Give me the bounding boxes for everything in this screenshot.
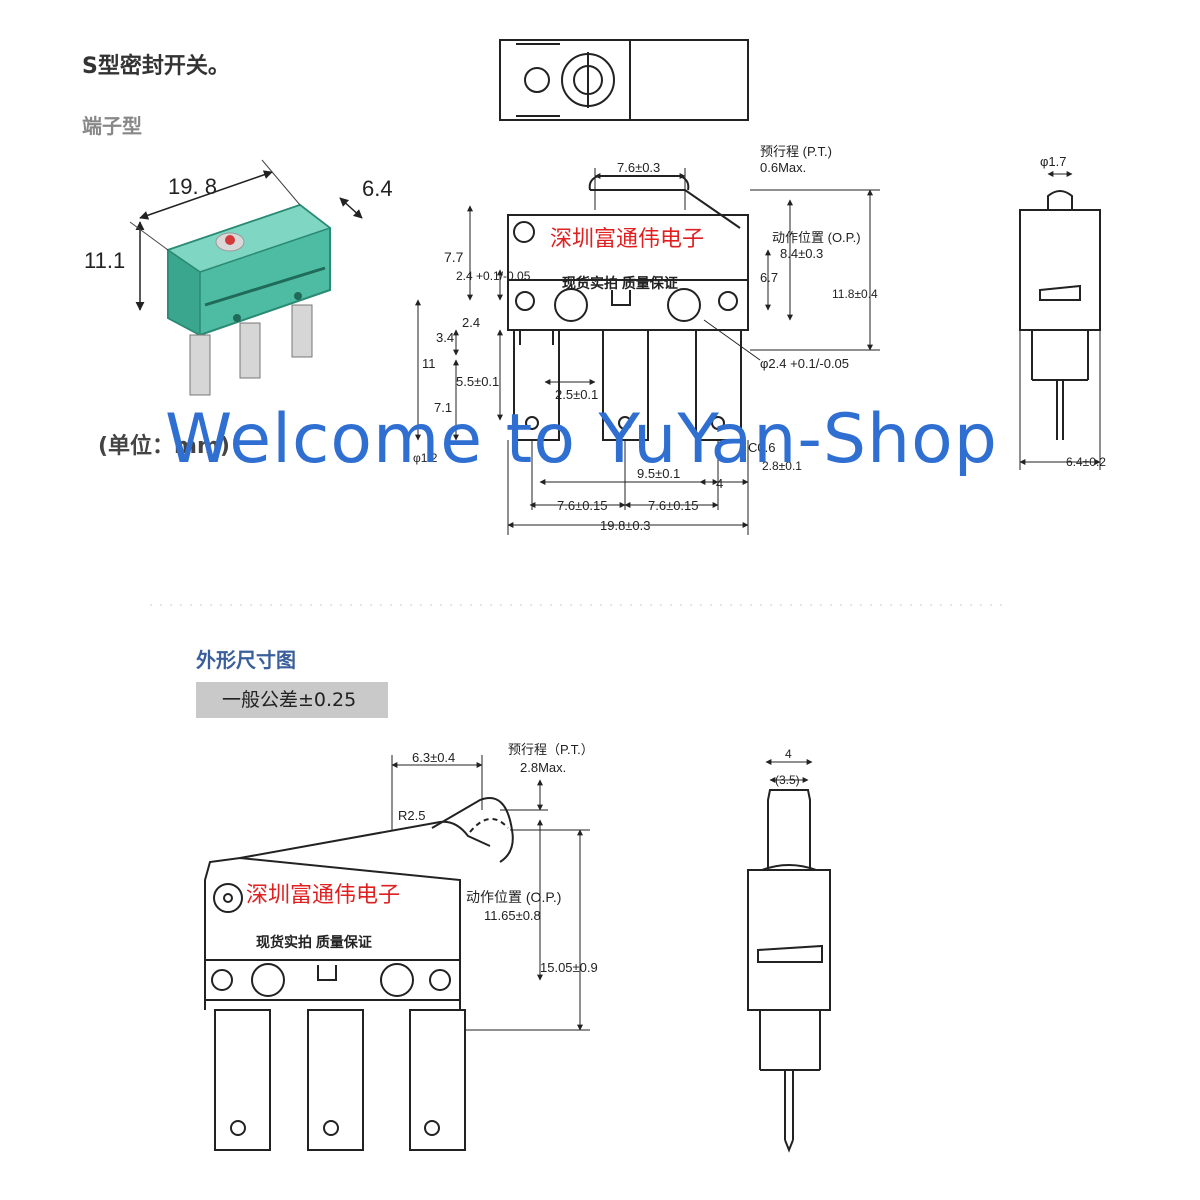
dim-hole: φ2.4 +0.1/-0.05 (760, 356, 849, 371)
op-label: 动作位置 (O.P.) (772, 230, 861, 245)
dim-pin-hole: φ1.2 (413, 451, 438, 465)
photo-dim-height: 11.1 (84, 248, 125, 273)
unit-label: (单位：mm) (98, 434, 230, 459)
dim-15-05: 15.05±0.9 (540, 960, 598, 975)
dim-2-5: 2.5±0.1 (555, 387, 598, 402)
dim-side-4: 4 (785, 747, 792, 761)
dim-side-width: 6.4±0.2 (1066, 455, 1106, 469)
pt-label-bottom: 预行程（P.T.） (508, 742, 594, 757)
stamp-top: 现货实拍 质量保证 (562, 275, 678, 291)
front-view-bottom (204, 797, 514, 1151)
dim-3-4: 3.4 (436, 330, 454, 345)
dim-6-7: 6.7 (760, 270, 778, 285)
dim-9-5: 9.5±0.1 (637, 466, 680, 481)
op-value-bottom: 11.65±0.8 (484, 908, 541, 923)
op-label-bottom: 动作位置 (O.P.) (466, 889, 561, 905)
front-view-top-labels: 7.6±0.3 预行程 (P.T.) 0.6Max. 动作位置 (O.P.) 8… (413, 144, 878, 533)
dim-19-8: 19.8±0.3 (600, 518, 651, 533)
side-view-bottom (747, 759, 831, 1153)
photo-dim-length: 19. 8 (168, 174, 217, 199)
front-view-bottom-dims (391, 755, 590, 1031)
dim-5-5: 5.5±0.1 (456, 374, 499, 389)
dim-4: 4 (716, 476, 723, 491)
dim-7-7: 7.7 (444, 249, 464, 265)
page-title: S型密封开关。 (82, 54, 230, 79)
stamp-bottom: 现货实拍 质量保证 (256, 934, 372, 950)
dim-r2-5: R2.5 (398, 808, 425, 823)
dim-7-6a: 7.6±0.15 (557, 498, 608, 513)
shop-watermark: Welcome to YuYan-Shop (165, 400, 998, 479)
red-watermark-top: 深圳富通伟电子 (550, 227, 704, 252)
dim-11: 11 (422, 356, 436, 371)
dim-2-4b: 2.4 (462, 315, 480, 330)
dim-top-width: 7.6±0.3 (617, 160, 660, 175)
photo-dim-depth: 6.4 (362, 176, 393, 201)
dim-11-8: 11.8±0.4 (832, 287, 878, 301)
switch-photo: 19. 8 6.4 11.1 (84, 159, 393, 396)
dim-7-1: 7.1 (434, 400, 452, 415)
red-watermark-bottom: 深圳富通伟电子 (246, 883, 400, 908)
front-view-top (507, 175, 749, 441)
dim-2-4a: 2.4 +0.1/-0.05 (456, 269, 531, 283)
dim-side-3-5: (3.5) (775, 773, 800, 787)
dim-side-pin: φ1.7 (1040, 154, 1067, 169)
pt-value: 0.6Max. (760, 160, 806, 175)
subtitle-terminal-type: 端子型 (82, 114, 142, 138)
op-value: 8.4±0.3 (780, 246, 823, 261)
dim-2-8: 2.8±0.1 (762, 459, 802, 473)
pt-label: 预行程 (P.T.) (760, 144, 832, 159)
top-view (499, 39, 749, 121)
side-view-top (1019, 171, 1101, 470)
section-title-outline: 外形尺寸图 (196, 648, 296, 672)
dim-7-6b: 7.6±0.15 (648, 498, 699, 513)
dim-6-3: 6.3±0.4 (412, 750, 455, 765)
front-view-top-dims (415, 168, 880, 535)
dim-c0-6: C0.6 (748, 440, 775, 455)
tolerance-box: 一般公差±0.25 (196, 682, 388, 718)
pt-value-bottom: 2.8Max. (520, 760, 566, 775)
front-view-bottom-labels: 6.3±0.4 预行程（P.T.） 2.8Max. R2.5 动作位置 (O.P… (246, 742, 598, 975)
